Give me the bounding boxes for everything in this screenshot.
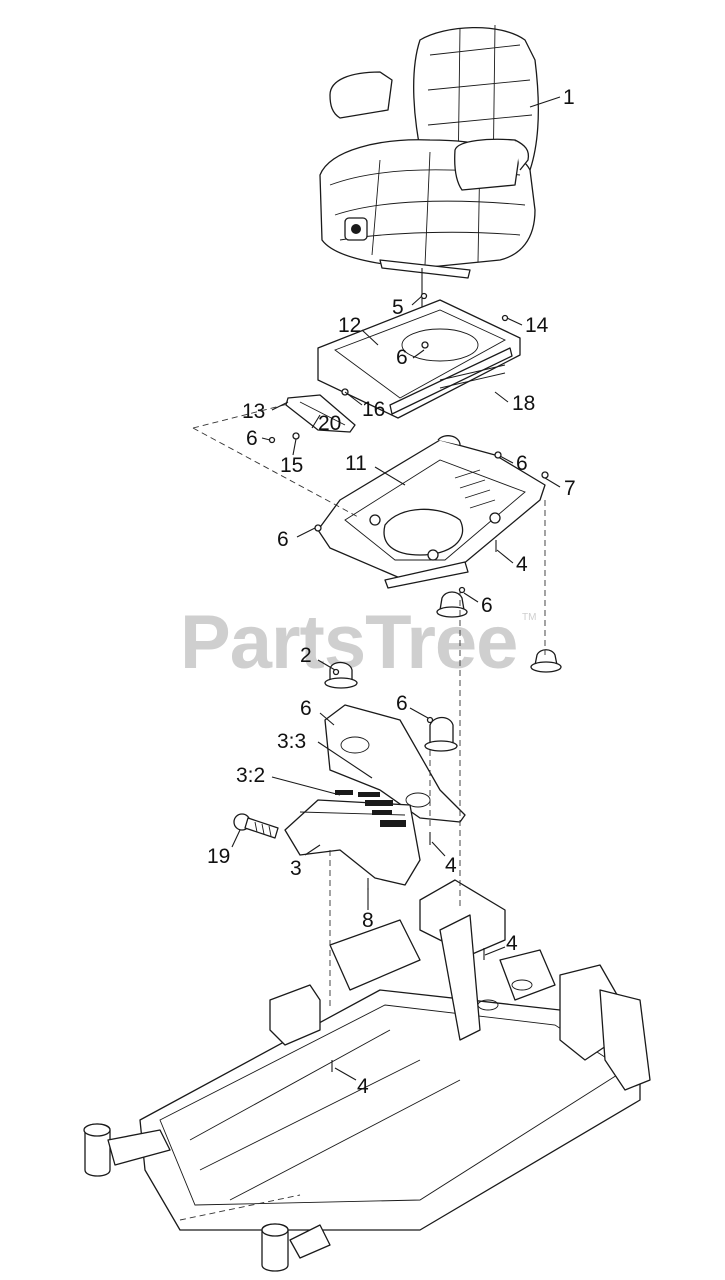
- callout-15: 15: [280, 454, 303, 477]
- callout-3-2: 3:2: [236, 764, 265, 787]
- callout-4-c: 4: [506, 932, 518, 955]
- callout-6-g: 6: [396, 692, 408, 715]
- callout-20: 20: [318, 412, 341, 435]
- callout-3-3: 3:3: [277, 730, 306, 753]
- callout-6-c: 6: [516, 452, 528, 475]
- callout-11: 11: [345, 452, 367, 475]
- callout-labels: 1 5 12 14 6 18 16 13 6 20 15 11 6 7 6 4 …: [207, 86, 576, 1098]
- callout-6-e: 6: [481, 594, 493, 617]
- callout-19: 19: [207, 845, 230, 868]
- alignment-lines: [179, 403, 546, 1221]
- isolator-mounts: [324, 591, 562, 752]
- callout-6-d: 6: [277, 528, 289, 551]
- hardware-fasteners: [314, 292, 549, 1072]
- callout-8: 8: [362, 909, 374, 932]
- callout-4-b: 4: [445, 854, 457, 877]
- leader-lines: [231, 96, 561, 1081]
- callout-1: 1: [563, 86, 575, 109]
- callout-6-a: 6: [396, 346, 408, 369]
- callout-13: 13: [242, 400, 265, 423]
- chassis-frame: [83, 879, 651, 1272]
- callout-4-d: 4: [357, 1075, 369, 1098]
- callout-5: 5: [392, 296, 404, 319]
- callout-6-b: 6: [246, 427, 258, 450]
- callout-18: 18: [512, 392, 535, 415]
- callout-4-a: 4: [516, 553, 528, 576]
- callout-7: 7: [564, 477, 576, 500]
- callout-12: 12: [338, 314, 361, 337]
- callout-3: 3: [290, 857, 302, 880]
- seat-assembly: [319, 24, 539, 310]
- suspension-plate: [317, 435, 546, 589]
- watermark-trademark: TM: [522, 612, 536, 623]
- callout-14: 14: [525, 314, 549, 337]
- slide-rail: [268, 388, 356, 444]
- callout-2: 2: [300, 644, 312, 667]
- seat-plate: [317, 299, 521, 419]
- ignition-key: [233, 813, 279, 839]
- callout-6-f: 6: [300, 697, 312, 720]
- callout-16: 16: [362, 398, 385, 421]
